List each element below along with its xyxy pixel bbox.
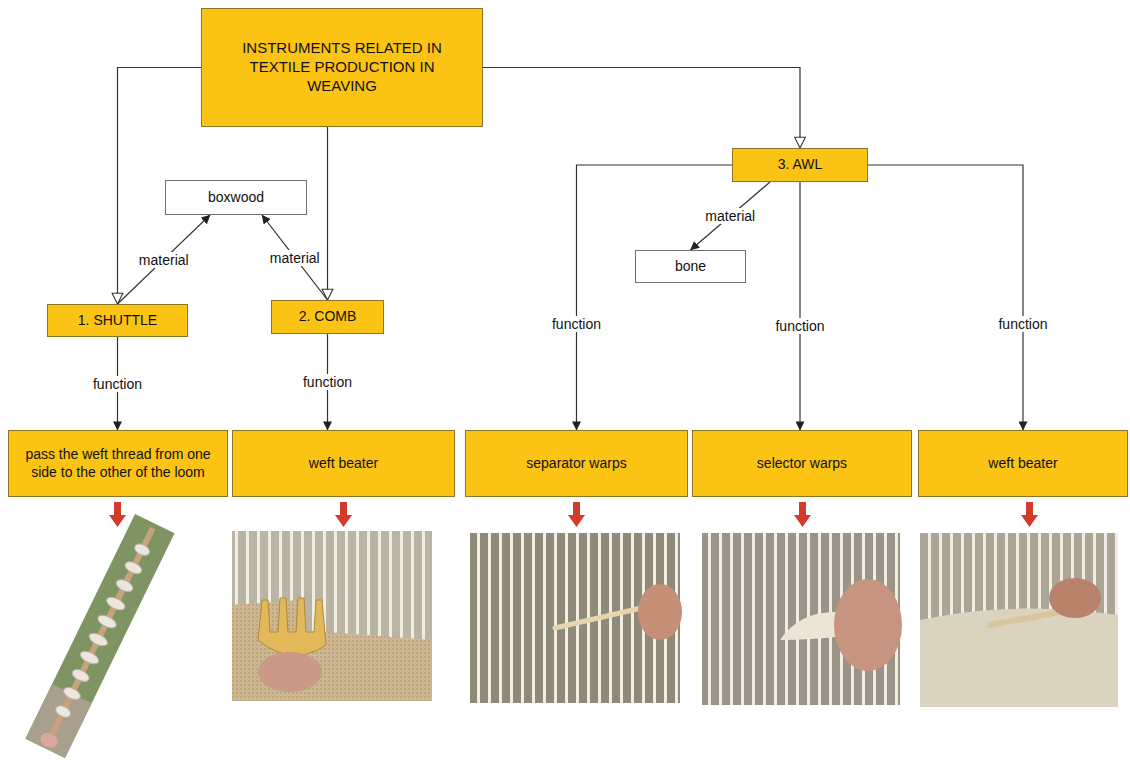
box-text: separator warps [526,455,626,473]
edge-label: material [137,252,191,268]
comb-photo [232,531,432,701]
connector [691,182,771,250]
selector-photo [702,533,902,705]
connector [577,165,733,430]
yellow-box: 1. SHUTTLE [47,304,188,337]
box-text: 1. SHUTTLE [78,312,157,330]
connector [868,165,1023,430]
edge-label: function [550,316,603,332]
yellow-box: separator warps [465,430,688,497]
yellow-box: INSTRUMENTS RELATED IN TEXTILE PRODUCTIO… [201,8,483,127]
yellow-box: pass the weft thread from one side to th… [8,430,228,497]
edge-label: material [268,250,322,266]
separator-photo [470,533,682,703]
connector [118,215,211,304]
box-text: pass the weft thread from one side to th… [15,446,221,481]
box-text: INSTRUMENTS RELATED IN TEXTILE PRODUCTIO… [232,39,452,95]
box-text: weft beater [988,455,1057,473]
yellow-box: selector warps [692,430,912,497]
yellow-box: weft beater [918,430,1128,497]
edge-label: function [91,376,144,392]
yellow-box: weft beater [232,430,455,497]
yellow-box: 2. COMB [271,300,384,334]
box-text: weft beater [309,455,378,473]
edge-label: material [703,208,757,224]
edge-label: function [996,316,1049,332]
box-text: boxwood [208,189,264,207]
box-text: 3. AWL [778,156,823,174]
box-text: bone [675,258,706,276]
shuttle-photo [25,514,174,758]
box-text: selector warps [757,455,847,473]
edge-label: function [773,318,826,334]
connector [799,182,800,430]
yellow-box: 3. AWL [732,148,868,182]
box-text: 2. COMB [299,308,357,326]
edge-label: function [301,374,354,390]
red-arrows [109,502,1038,527]
connector [262,215,328,300]
white-box: bone [635,250,746,283]
white-box: boxwood [165,180,307,215]
connector [327,127,328,300]
weft-beater-photo [920,533,1118,707]
connector [483,68,800,149]
